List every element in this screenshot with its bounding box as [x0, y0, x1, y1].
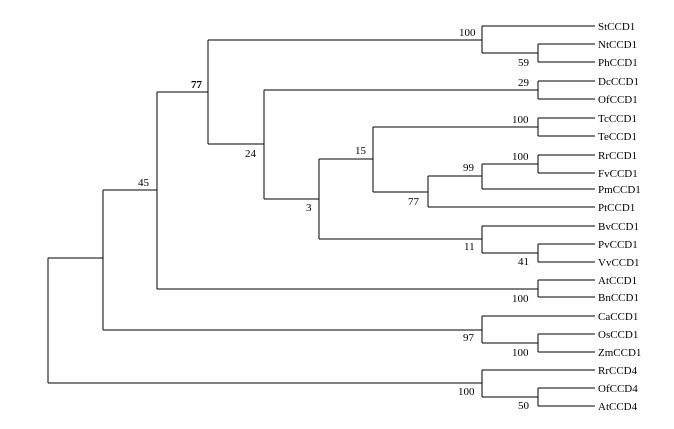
leaf-label: NtCCD1: [598, 39, 637, 51]
leaf-label: AtCCD4: [598, 401, 638, 413]
support-value: 100: [458, 386, 475, 398]
support-value: 11: [464, 241, 475, 253]
leaf-label: FvCCD1: [598, 168, 638, 180]
leaf-labels: StCCD1 NtCCD1 PhCCD1 DcCCD1 OfCCD1 TcCCD…: [598, 21, 641, 413]
tree-branches: [47, 25, 595, 407]
support-value: 41: [518, 256, 529, 268]
support-value: 100: [512, 293, 529, 305]
support-value: 50: [518, 400, 530, 412]
leaf-label: RrCCD1: [598, 150, 637, 162]
support-value: 97: [463, 332, 475, 344]
leaf-label: OfCCD1: [598, 94, 638, 106]
support-value: 3: [306, 202, 312, 214]
support-value: 45: [138, 177, 150, 189]
leaf-label: DcCCD1: [598, 76, 639, 88]
support-value: 29: [518, 77, 530, 89]
leaf-label: PhCCD1: [598, 57, 638, 69]
leaf-label: CaCCD1: [598, 311, 638, 323]
leaf-label: VvCCD1: [598, 257, 640, 269]
leaf-label: TeCCD1: [598, 131, 637, 143]
support-value: 100: [512, 151, 529, 163]
leaf-label: OfCCD4: [598, 383, 638, 395]
support-value: 77: [408, 196, 420, 208]
support-values: 100 59 29 100 100 99 77 15 41 11 3 24 77…: [138, 27, 530, 412]
leaf-label: PvCCD1: [598, 239, 638, 251]
support-value: 77: [191, 79, 203, 91]
support-value: 15: [355, 145, 367, 157]
support-value: 100: [512, 114, 529, 126]
support-value: 59: [518, 57, 530, 69]
support-value: 99: [463, 162, 475, 174]
leaf-label: StCCD1: [598, 21, 635, 33]
leaf-label: AtCCD1: [598, 275, 637, 287]
support-value: 100: [459, 27, 476, 39]
support-value: 24: [245, 148, 257, 160]
support-value: 100: [512, 347, 529, 359]
leaf-label: RrCCD4: [598, 365, 638, 377]
leaf-label: TcCCD1: [598, 113, 637, 125]
leaf-label: PtCCD1: [598, 202, 635, 214]
leaf-label: ZmCCD1: [598, 347, 641, 359]
leaf-label: BvCCD1: [598, 221, 639, 233]
leaf-label: BnCCD1: [598, 292, 639, 304]
leaf-label: OsCCD1: [598, 329, 638, 341]
leaf-label: PmCCD1: [598, 184, 641, 196]
